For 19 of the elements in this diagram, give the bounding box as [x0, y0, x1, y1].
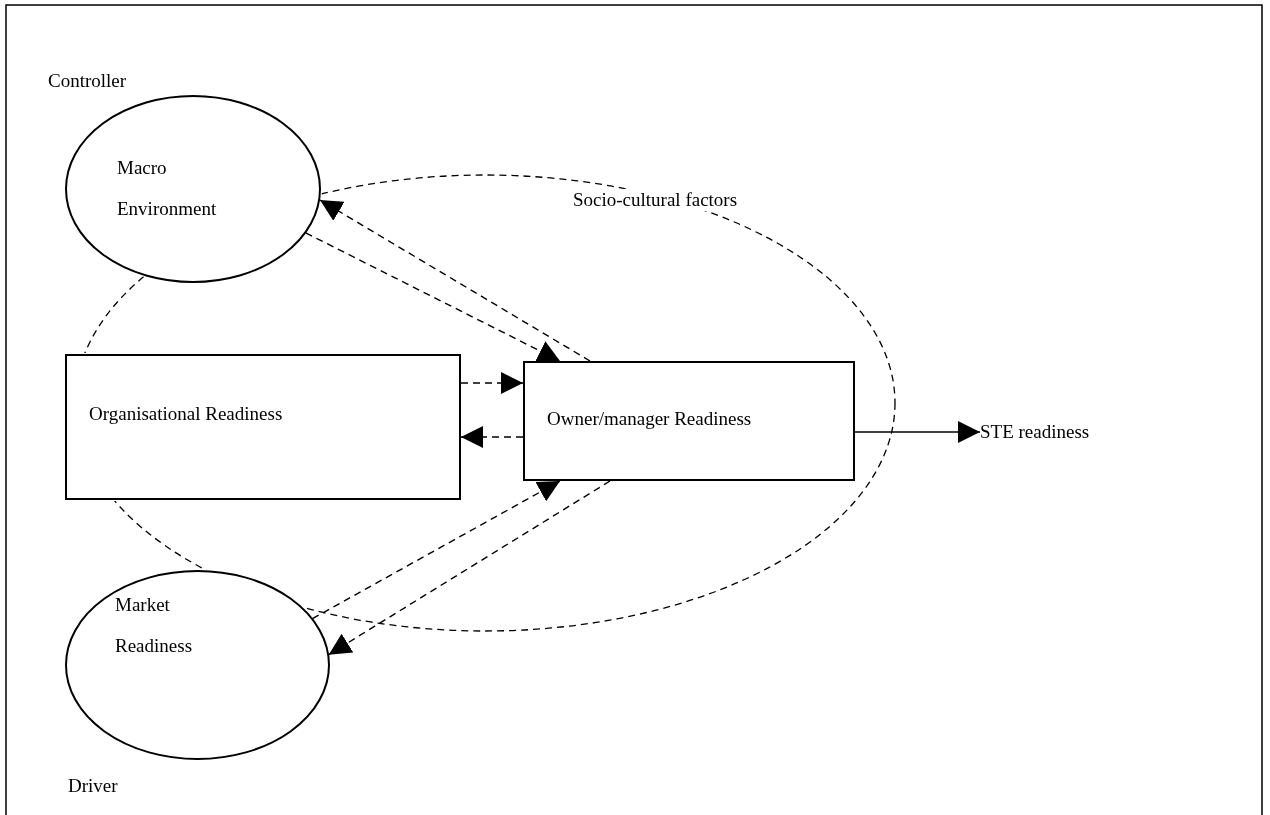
node-label: Organisational Readiness	[89, 402, 283, 426]
arrow	[328, 480, 611, 656]
arrow	[854, 421, 981, 443]
boundary-label: Socio-cultural factors	[573, 189, 738, 211]
node-label: Market Readiness	[115, 593, 194, 658]
arrow	[460, 372, 524, 394]
arrow	[311, 480, 561, 620]
ellipse	[65, 95, 321, 283]
arrow	[460, 426, 524, 448]
node-label: Macro Environment	[117, 156, 218, 221]
arrow	[305, 232, 561, 362]
process-box	[65, 354, 461, 500]
role-label: Controller	[48, 70, 127, 92]
ellipse	[65, 570, 330, 760]
process-box	[523, 361, 855, 481]
outcome-label: STE readiness	[980, 420, 1090, 444]
arrow	[319, 199, 591, 362]
node-label: Owner/manager Readiness	[547, 407, 752, 431]
role-label: Driver	[68, 775, 118, 797]
